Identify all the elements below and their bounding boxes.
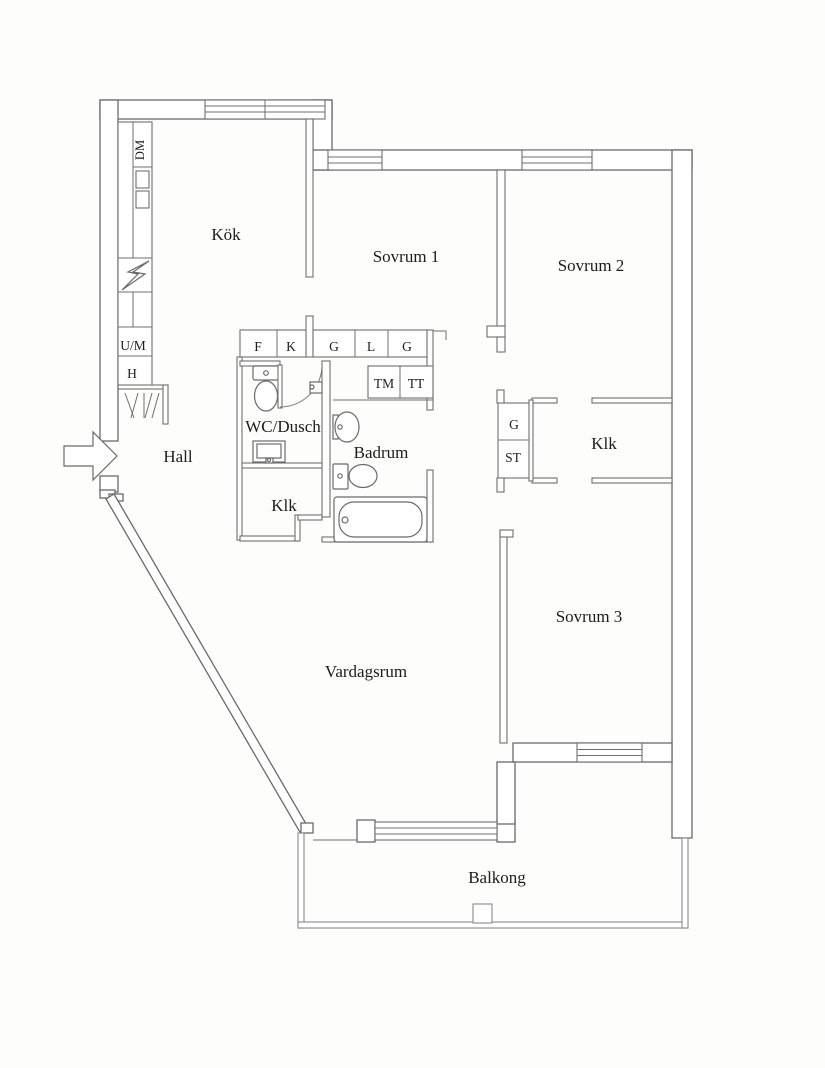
wall bbox=[496, 477, 505, 493]
wall bbox=[671, 149, 693, 839]
room-labels: Kök Sovrum 1 Sovrum 2 Hall WC/Dusch Badr… bbox=[163, 225, 624, 887]
toilet-icon bbox=[252, 365, 281, 412]
window-icon bbox=[374, 821, 498, 841]
label-k: K bbox=[286, 339, 296, 354]
wall bbox=[499, 529, 508, 744]
room-label-kok: Kök bbox=[211, 225, 241, 244]
railing bbox=[681, 837, 689, 929]
room-label-vardagsrum: Vardagsrum bbox=[325, 662, 407, 681]
wall bbox=[305, 118, 314, 278]
wall bbox=[321, 360, 331, 518]
hall-closets bbox=[239, 329, 428, 358]
wall bbox=[496, 761, 516, 825]
closet-row bbox=[239, 329, 307, 358]
sink-icon bbox=[332, 411, 360, 443]
room-label-klk-center: Klk bbox=[271, 496, 297, 515]
label-tt: TT bbox=[408, 376, 425, 391]
label-dishwasher: DM bbox=[133, 140, 147, 160]
gst-cabinet bbox=[496, 389, 534, 493]
wall bbox=[300, 822, 314, 834]
entrance-arrow-icon bbox=[63, 430, 118, 482]
label-g3: G bbox=[509, 417, 519, 432]
wall bbox=[499, 529, 514, 538]
diagonal-wall bbox=[105, 493, 310, 835]
label-g2: G bbox=[402, 339, 412, 354]
windows bbox=[204, 99, 643, 841]
wall bbox=[426, 469, 434, 543]
wall bbox=[99, 99, 119, 442]
door-swing-arc bbox=[277, 364, 323, 409]
wall bbox=[486, 325, 506, 338]
closet-row bbox=[312, 329, 428, 358]
railing-post bbox=[472, 903, 493, 924]
cabinet-cell bbox=[135, 190, 150, 209]
label-um: U/M bbox=[120, 338, 146, 353]
wc-dusch-fixtures bbox=[252, 364, 323, 464]
wall bbox=[305, 315, 314, 358]
cabinet-run bbox=[117, 121, 153, 389]
wall bbox=[496, 336, 506, 353]
room-label-wc-dusch: WC/Dusch bbox=[245, 417, 321, 436]
wall bbox=[591, 477, 673, 484]
room-label-sovrum-2: Sovrum 2 bbox=[558, 256, 625, 275]
wall bbox=[117, 384, 169, 390]
label-f: F bbox=[254, 339, 262, 354]
balcony-railing bbox=[297, 832, 689, 929]
wall bbox=[356, 819, 376, 843]
exterior-walls bbox=[99, 99, 693, 843]
room-label-sovrum-3: Sovrum 3 bbox=[556, 607, 623, 626]
laundry-cabinets bbox=[333, 365, 434, 401]
label-h: H bbox=[127, 366, 137, 381]
wall-sink-icon bbox=[309, 381, 323, 394]
toilet-icon bbox=[332, 463, 378, 490]
label-l: L bbox=[367, 339, 375, 354]
wall bbox=[239, 535, 299, 542]
window-icon bbox=[204, 99, 326, 120]
kitchen-cabinets bbox=[117, 121, 169, 425]
stove-icon bbox=[121, 260, 150, 291]
label-g1: G bbox=[329, 339, 339, 354]
room-label-balkong: Balkong bbox=[468, 868, 526, 887]
window-icon bbox=[576, 742, 643, 763]
wall bbox=[528, 399, 534, 482]
label-st: ST bbox=[505, 450, 522, 465]
window-icon bbox=[521, 149, 593, 171]
badrum-fixtures bbox=[332, 365, 434, 543]
wall bbox=[496, 389, 505, 404]
cabinet-cell bbox=[135, 170, 150, 189]
room-label-hall: Hall bbox=[163, 447, 193, 466]
wall bbox=[241, 462, 323, 469]
room-label-sovrum-1: Sovrum 1 bbox=[373, 247, 440, 266]
fixture-labels: DM U/M H F K G L G TM TT G ST bbox=[120, 140, 521, 465]
room-label-badrum: Badrum bbox=[354, 443, 409, 462]
bathtub-icon bbox=[333, 496, 428, 543]
wall bbox=[591, 397, 673, 404]
wall bbox=[531, 397, 558, 404]
railing bbox=[297, 832, 305, 929]
wall bbox=[297, 514, 323, 521]
label-tm: TM bbox=[374, 376, 394, 391]
wall bbox=[531, 477, 558, 484]
wall bbox=[162, 384, 169, 425]
room-label-klk-right: Klk bbox=[591, 434, 617, 453]
washbasin-icon bbox=[252, 440, 286, 464]
wall bbox=[496, 169, 506, 327]
coat-rack-icon bbox=[124, 392, 160, 419]
railing bbox=[297, 921, 689, 929]
window-icon bbox=[327, 149, 383, 171]
wall bbox=[236, 356, 243, 541]
wall bbox=[239, 360, 281, 367]
